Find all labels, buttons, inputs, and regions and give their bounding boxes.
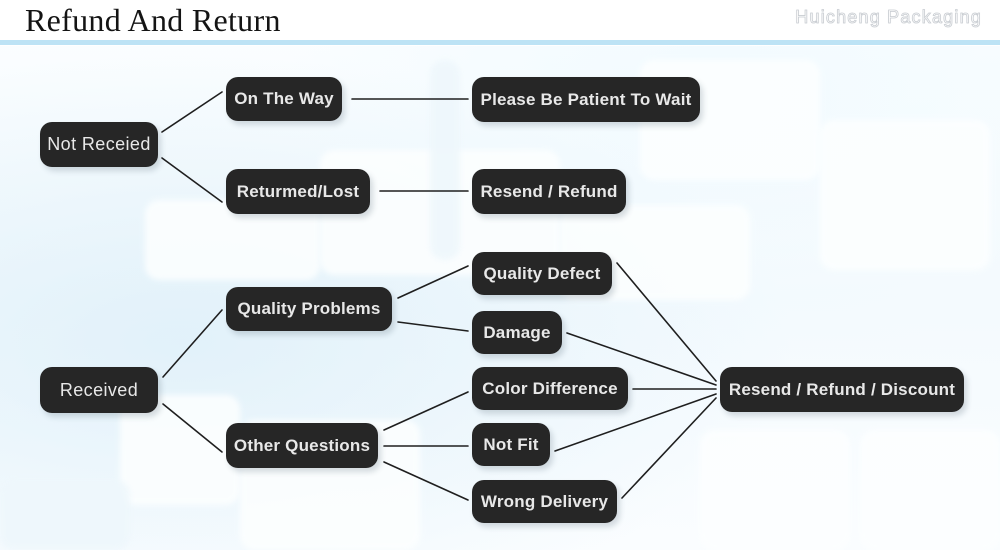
node-on-the-way[interactable]: On The Way [226, 77, 342, 121]
node-resend-refund[interactable]: Resend / Refund [472, 169, 626, 214]
node-received[interactable]: Received [40, 367, 158, 413]
node-label: Quality Defect [483, 263, 601, 283]
page-title: Refund And Return [25, 2, 281, 38]
node-label: On The Way [234, 89, 334, 108]
node-returned-lost[interactable]: Returmed/Lost [226, 169, 370, 214]
connector-quality-problems-to-damage [397, 321, 469, 332]
node-label: Resend / Refund / Discount [728, 379, 956, 399]
connector-not-received-to-returned-lost [161, 157, 223, 203]
connector-wrong-delivery-to-resend-refund-discount [621, 397, 717, 499]
node-quality-problems[interactable]: Quality Problems [226, 287, 392, 331]
connector-not-received-to-on-the-way [161, 91, 223, 133]
connector-other-questions-to-color-difference [383, 391, 469, 431]
node-resend-refund-discount[interactable]: Resend / Refund / Discount [720, 367, 964, 412]
node-label: Damage [483, 322, 551, 342]
node-label: Color Difference [482, 378, 618, 398]
node-color-difference[interactable]: Color Difference [472, 367, 628, 410]
node-not-received[interactable]: Not Receied [40, 122, 158, 167]
connector-other-questions-to-wrong-delivery [383, 461, 469, 501]
connector-quality-defect-to-resend-refund-discount [616, 262, 717, 382]
node-damage[interactable]: Damage [472, 311, 562, 354]
connector-quality-problems-to-quality-defect [397, 265, 469, 299]
node-label: Received [59, 379, 139, 400]
node-label: Please Be Patient To Wait [480, 89, 692, 109]
connector-received-to-other-questions [162, 403, 223, 453]
header-divider [0, 40, 1000, 45]
node-label: Other Questions [233, 435, 371, 455]
background-tile [820, 120, 990, 270]
background-tile [860, 430, 1000, 550]
node-label: Resend / Refund [480, 181, 618, 201]
node-quality-defect[interactable]: Quality Defect [472, 252, 612, 295]
background-tile [0, 480, 130, 550]
node-label: Not Fit [483, 434, 539, 454]
background-tile [430, 60, 460, 260]
node-wrong-delivery[interactable]: Wrong Delivery [472, 480, 617, 523]
node-label: Returmed/Lost [236, 181, 360, 201]
node-label: Not Receied [47, 134, 151, 154]
node-not-fit[interactable]: Not Fit [472, 423, 550, 466]
node-be-patient[interactable]: Please Be Patient To Wait [472, 77, 700, 122]
node-other-questions[interactable]: Other Questions [226, 423, 378, 468]
node-label: Wrong Delivery [480, 491, 609, 511]
node-label: Quality Problems [237, 299, 381, 318]
brand-name: Huicheng Packaging [795, 7, 982, 28]
background-tile [700, 430, 850, 550]
connector-received-to-quality-problems [162, 309, 223, 378]
